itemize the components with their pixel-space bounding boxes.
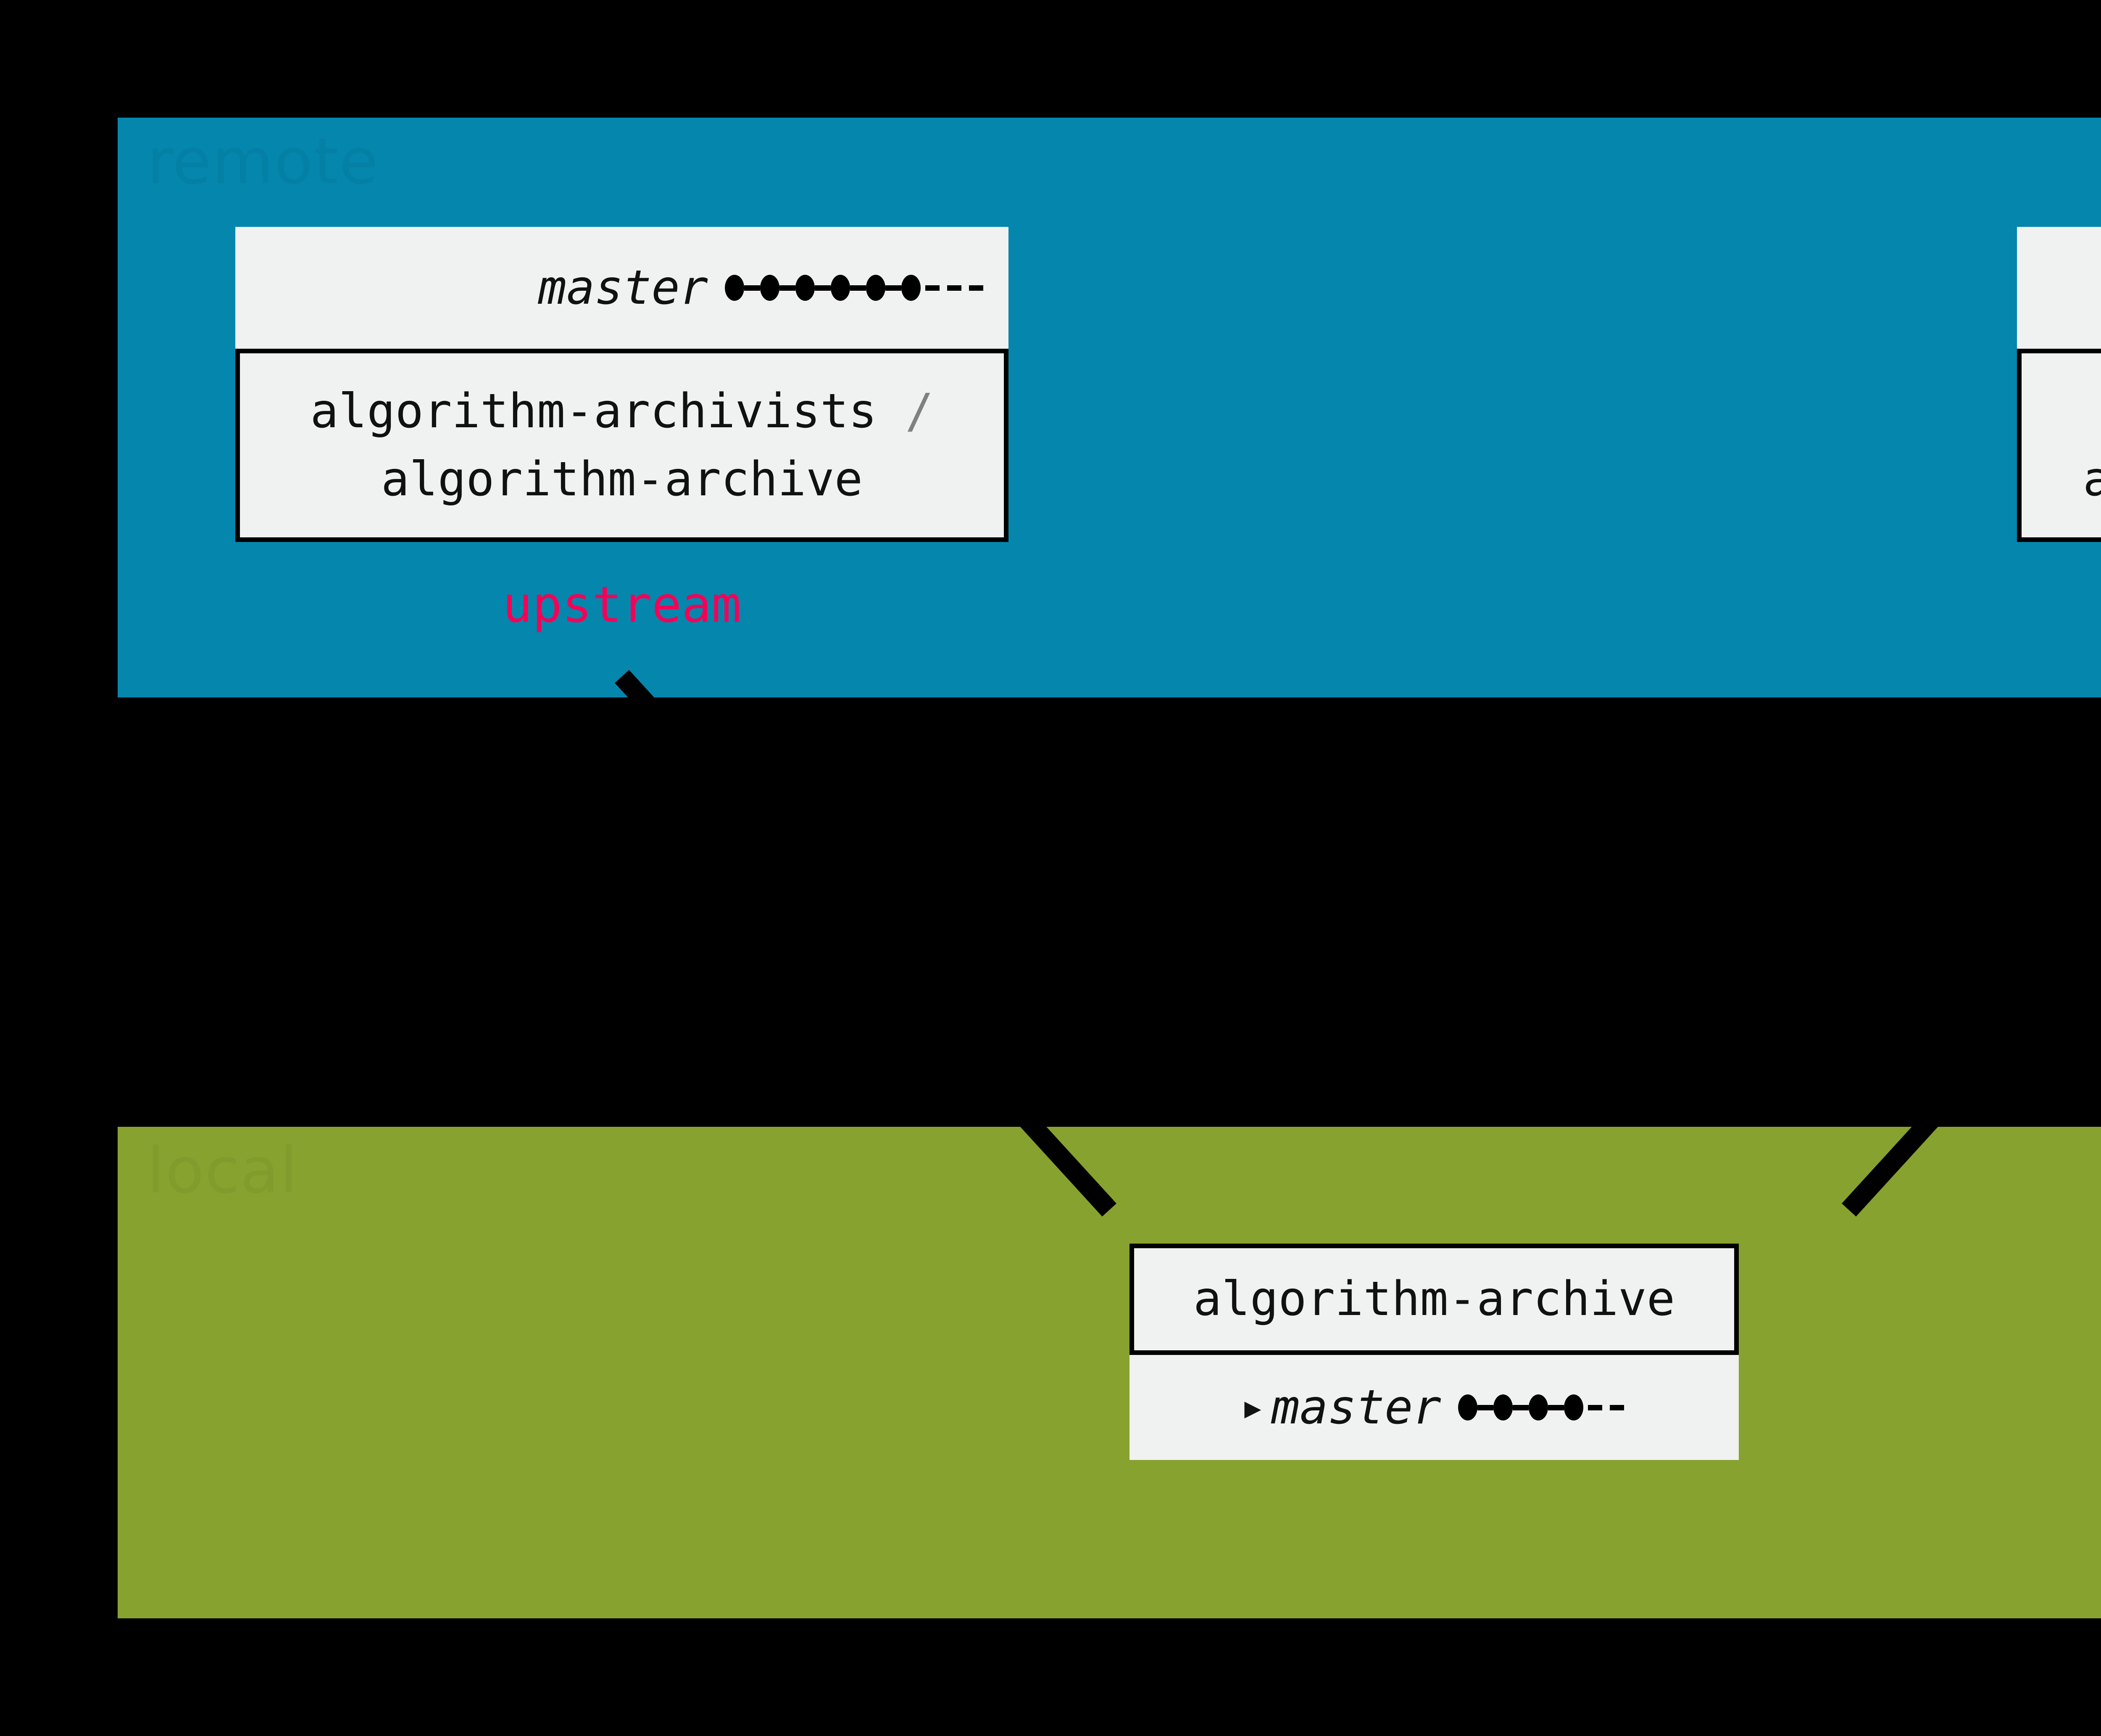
commit-link [1548, 1405, 1564, 1410]
local-branch-label: master [1271, 1380, 1441, 1435]
commit-dot [901, 275, 921, 301]
origin-repo-card[interactable]: master your-name / algorithm-archive [2017, 227, 2101, 542]
local-repo-card[interactable]: algorithm-archive ▸ master [1129, 1244, 1739, 1460]
origin-remote-name-label: origin [2017, 576, 2101, 634]
commit-dot [1458, 1394, 1477, 1420]
commit-dot [725, 275, 745, 301]
commit-link [744, 285, 761, 291]
commit-future-dash [925, 285, 940, 291]
upstream-repo-card[interactable]: master algorithm-archivists / algorithm-… [235, 227, 1008, 542]
commit-dot [1528, 1394, 1548, 1420]
commit-future-dash [947, 285, 961, 291]
branch-current-caret-icon: ▸ [1244, 1388, 1261, 1427]
commit-future-dash [1609, 1405, 1624, 1410]
upstream-branch-label: master [538, 260, 708, 315]
origin-repo-name-box[interactable]: your-name / algorithm-archive [2017, 349, 2101, 542]
upstream-owner: algorithm-archivists [310, 384, 877, 439]
remote-zone-watermark: remote [147, 130, 379, 193]
commit-link [779, 285, 796, 291]
commit-link [1512, 1405, 1529, 1410]
upstream-commit-graph [725, 275, 983, 301]
upstream-repo-name-box[interactable]: algorithm-archivists / algorithm-archive [235, 349, 1008, 542]
upstream-slash: / [905, 384, 934, 439]
commit-dot [1564, 1394, 1583, 1420]
commit-link [815, 285, 831, 291]
commit-dot [1493, 1394, 1513, 1420]
upstream-owner-line: algorithm-archivists / [310, 377, 933, 445]
upstream-repo-name: algorithm-archive [381, 452, 863, 507]
commit-future-dash [1588, 1405, 1602, 1410]
commit-link [1477, 1405, 1493, 1410]
local-zone-watermark: local [147, 1139, 298, 1202]
commit-dot [866, 275, 886, 301]
commit-link [850, 285, 866, 291]
upstream-remote-name-label: upstream [502, 576, 742, 634]
commit-future-dash [969, 285, 983, 291]
local-repo-name-box[interactable]: algorithm-archive [1129, 1244, 1739, 1355]
local-commit-graph [1458, 1394, 1624, 1420]
commit-dot [795, 275, 815, 301]
origin-repo-name: algorithm-archive [2083, 452, 2101, 507]
origin-branch-row[interactable]: master [2017, 227, 2101, 349]
local-repo-name: algorithm-archive [1193, 1272, 1675, 1327]
commit-link [885, 285, 902, 291]
commit-dot [760, 275, 780, 301]
local-branch-row[interactable]: ▸ master [1129, 1355, 1739, 1460]
commit-dot [831, 275, 850, 301]
upstream-branch-row[interactable]: master [235, 227, 1008, 349]
